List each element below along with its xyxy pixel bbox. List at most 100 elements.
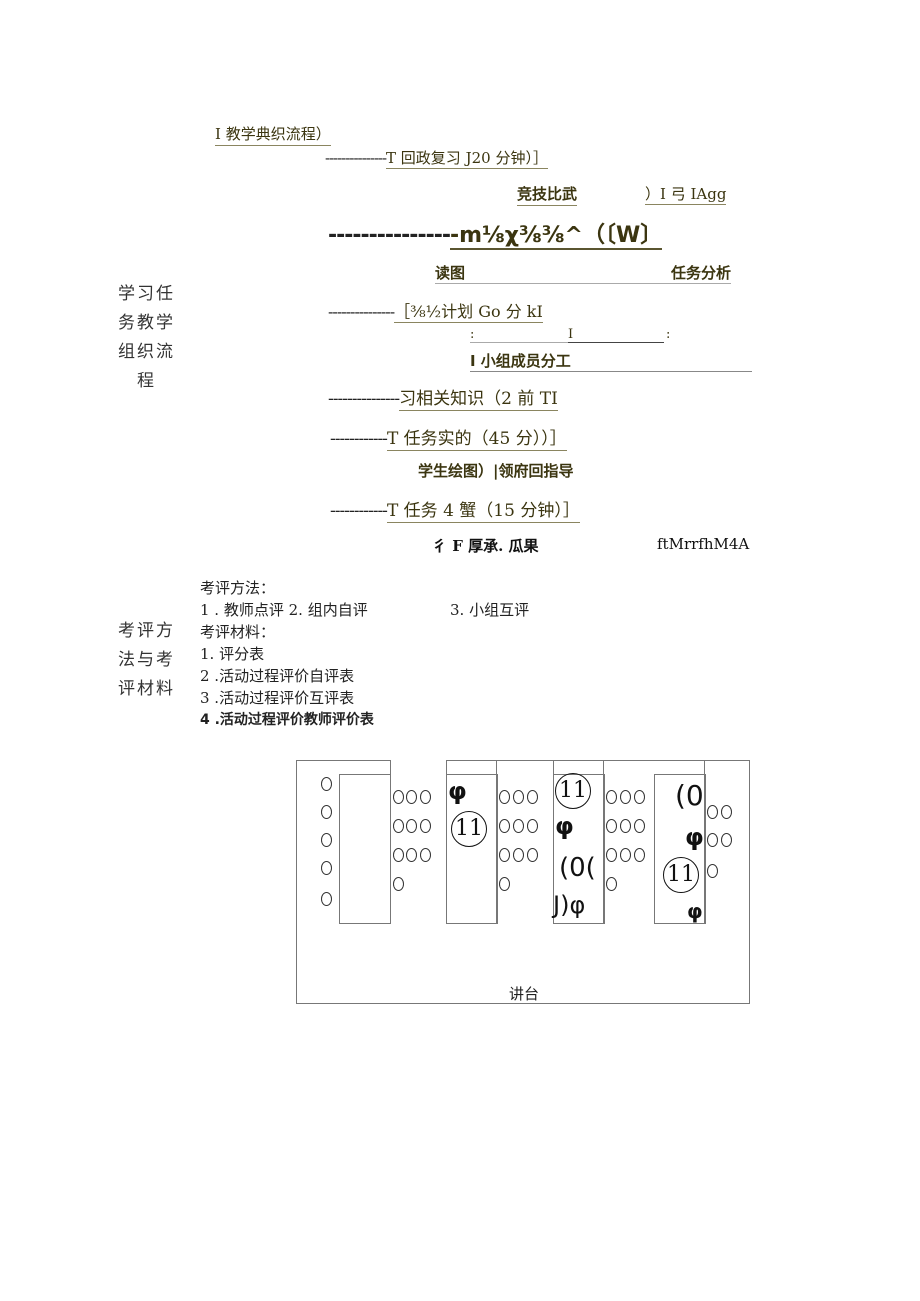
eval-side-label: 考评方 法与考 评材料 [118, 617, 175, 704]
numbered-circle-icon: 11 [663, 857, 699, 893]
step-task-label: -m⅛χ⅜⅜^（〔W〕 [449, 223, 663, 250]
flow-side-label: 学习任 务教学 组织流 程 [118, 280, 175, 396]
step-review-label: T 回政复习 J20 分钟）］ [386, 149, 548, 169]
seat-icon [499, 790, 510, 804]
seat-icon [393, 790, 404, 804]
numbered-circle-icon: 11 [555, 773, 591, 809]
divider-line [704, 761, 705, 923]
podium-label: 讲台 [509, 985, 540, 1003]
paren-glyph: (0( [559, 853, 596, 883]
step-task-sub: 读图 任务分析 [435, 262, 731, 284]
step-evaluate-label: T 任务 4 蟹（15 分钟）］ [386, 501, 580, 523]
seat-icon [606, 848, 617, 862]
methods-line: 1 . 教师点评 2. 组内自评 3. 小组互评 [200, 599, 529, 621]
competition-right-text: ）I 弓 IAgg [645, 185, 727, 205]
task-analysis-label: 任务分析 [670, 264, 731, 282]
results-right: ftMrrfhM4A [657, 535, 750, 553]
seat-icon [513, 790, 524, 804]
seat-icon [527, 848, 538, 862]
competition-label: 竞技比武 [517, 183, 578, 206]
seat-icon [721, 833, 732, 847]
material-item: 2 .活动过程评价自评表 [200, 667, 355, 685]
seat-icon [321, 833, 332, 847]
seat-icon [620, 848, 631, 862]
connector-dashes: --------------- [328, 389, 400, 409]
step-task: ----------------m⅛χ⅜⅜^（〔W〕 [328, 217, 663, 250]
seat-icon [393, 877, 404, 891]
step-knowledge-label: 习相关知识（2 前 TI [399, 389, 558, 411]
read-figure-label: 读图 [435, 264, 466, 282]
desk-4 [654, 774, 706, 924]
desk-1 [339, 774, 391, 924]
seat-icon [406, 790, 417, 804]
seat-icon [393, 819, 404, 833]
label-line: 法与考 [118, 650, 175, 670]
seat-icon [321, 861, 332, 875]
seat-icon [620, 790, 631, 804]
seat-icon [420, 848, 431, 862]
seat-icon [634, 819, 645, 833]
seat-icon [321, 892, 332, 906]
seat-icon [513, 819, 524, 833]
divider-line [553, 761, 554, 774]
materials-heading: 考评材料： [200, 623, 276, 641]
seat-icon [321, 777, 332, 791]
step-evaluate: ------------T 任务 4 蟹（15 分钟）］ [330, 496, 580, 523]
label-line: 程 [137, 371, 156, 391]
seat-icon [634, 848, 645, 862]
label-line: 学习任 [118, 284, 175, 304]
seat-icon [606, 877, 617, 891]
divider-line [603, 761, 604, 923]
j-phi-glyph: J)φ [553, 891, 586, 919]
step-plan-label: ［⅜½计划 Go 分 kI [394, 302, 543, 323]
group-division: I 小组成员分工 [470, 350, 752, 372]
step-implement: ------------T 任务实的（45 分））］ [330, 424, 567, 451]
evaluation-block: 考评方法： 1 . 教师点评 2. 组内自评 3. 小组互评 考评材料： 1. … [200, 577, 529, 731]
label-line: 务教学 [118, 313, 175, 333]
seat-icon [420, 790, 431, 804]
seat-icon [634, 790, 645, 804]
label-line: 考评方 [118, 621, 175, 641]
seat-icon [606, 790, 617, 804]
label-line: 组织流 [118, 342, 175, 362]
methods-third: 3. 小组互评 [450, 601, 530, 619]
desk-2 [446, 774, 498, 924]
phi-icon: φ [555, 812, 574, 840]
seat-icon [393, 848, 404, 862]
phi-icon: φ [448, 777, 467, 805]
flow-title: I 教学典织流程） [215, 123, 331, 146]
sub-right: : [666, 327, 671, 342]
seat-icon [513, 848, 524, 862]
material-item: 3 .活动过程评价互评表 [200, 689, 355, 707]
seat-icon [420, 819, 431, 833]
methods-heading: 考评方法： [200, 579, 276, 597]
seat-icon [606, 819, 617, 833]
seat-icon [527, 790, 538, 804]
seat-icon [406, 848, 417, 862]
competition-right: ）I 弓 IAgg [645, 183, 727, 205]
seat-icon [499, 877, 510, 891]
material-item: 1. 评分表 [200, 645, 265, 663]
connector-dashes: --------------- [328, 223, 451, 248]
student-drawing: 学生绘图）|领府回指导 [418, 462, 574, 480]
sub-mid: I [568, 327, 664, 343]
seat-icon [321, 805, 332, 819]
classroom-diagram: φ 11 11 φ (0( J)φ (0 φ 11 φ 讲台 [296, 760, 750, 1004]
connector-dashes: ------------ [330, 429, 388, 449]
sub-left: : [470, 327, 568, 343]
step-knowledge: ---------------习相关知识（2 前 TI [328, 384, 558, 411]
step-implement-label: T 任务实的（45 分））］ [386, 429, 567, 451]
seat-icon [527, 819, 538, 833]
seat-icon [707, 833, 718, 847]
step-plan: ---------------［⅜½计划 Go 分 kI [328, 298, 543, 323]
seat-icon [707, 864, 718, 878]
seat-icon [707, 805, 718, 819]
divider-line [496, 761, 497, 923]
seat-icon [406, 819, 417, 833]
seat-icon [499, 848, 510, 862]
seat-icon [620, 819, 631, 833]
material-item: 4 .活动过程评价教师评价表 [200, 712, 374, 728]
connector-dashes: ------------ [330, 501, 388, 521]
paren-glyph: (0 [675, 779, 704, 812]
numbered-circle-icon: 11 [451, 811, 487, 847]
